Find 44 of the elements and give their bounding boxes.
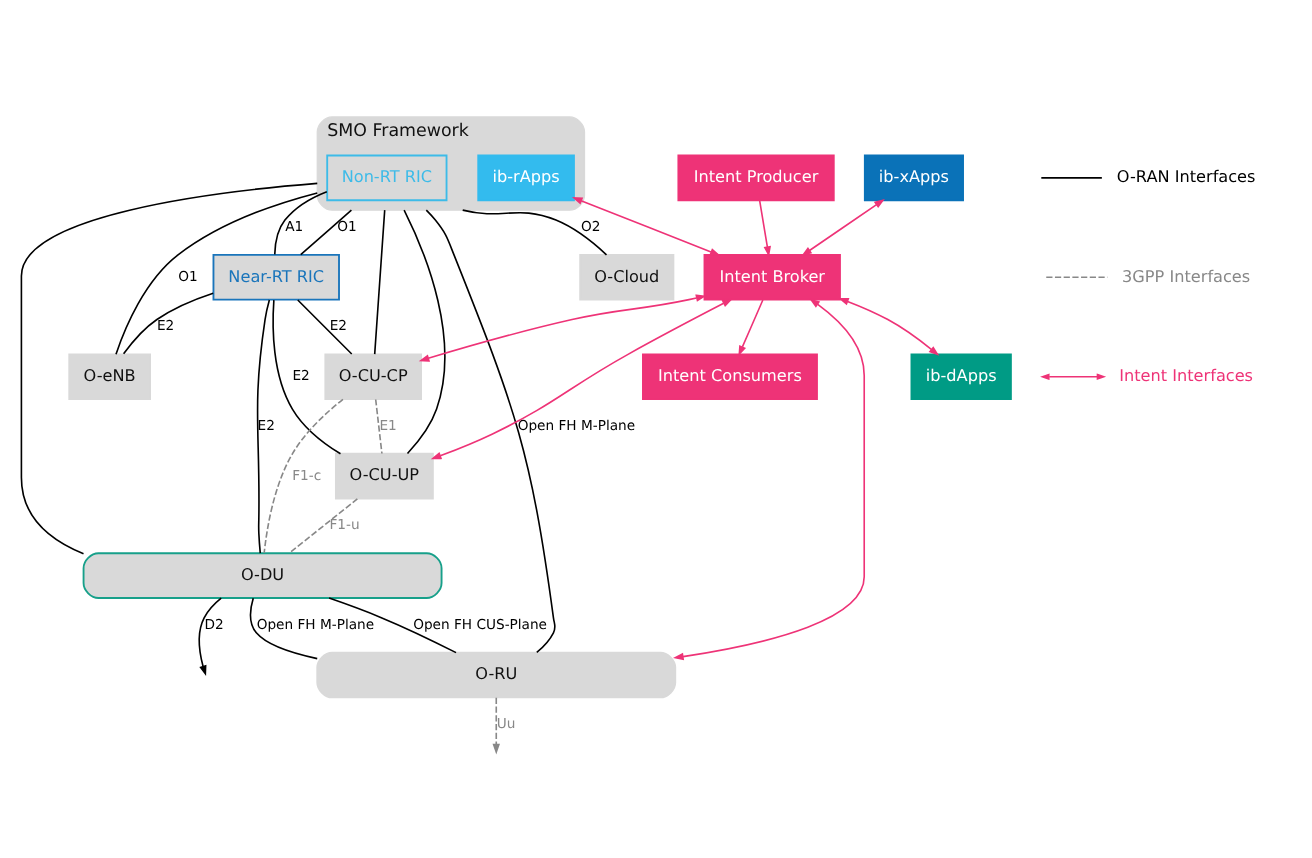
node-box: Near-RT RIC [212, 252, 340, 300]
arrow [418, 293, 707, 361]
node-box: Intent Producer [677, 153, 835, 201]
connector [328, 596, 457, 653]
connector [122, 291, 214, 354]
arrow [838, 296, 940, 355]
node-box: Intent Consumers [642, 352, 818, 400]
node-box: ib-rApps [477, 153, 575, 201]
arrow [492, 696, 500, 754]
legend-label: Intent Interfaces [1119, 363, 1254, 384]
node-box: O-CU-UP [335, 451, 434, 499]
node-box: O-eNB [68, 352, 151, 400]
connector [272, 298, 342, 454]
node-box: ib-dApps [910, 352, 1012, 400]
connector [374, 397, 383, 454]
node-box: O-RU [316, 650, 677, 698]
node-box: Non-RT RIC [326, 153, 448, 201]
connector [461, 208, 608, 255]
connector [115, 191, 319, 354]
connector [263, 397, 344, 553]
node-box: ib-xApps [863, 153, 964, 201]
arrow [571, 196, 721, 255]
node-box: Intent Broker [703, 252, 841, 300]
arrow [738, 298, 764, 356]
legend-label: 3GPP Interfaces [1122, 264, 1251, 285]
arrow [758, 198, 771, 256]
connector [273, 189, 328, 255]
connector [249, 596, 319, 659]
arrow [672, 297, 866, 660]
connector [20, 181, 319, 554]
arrow [801, 197, 885, 256]
node-box: O-DU [82, 551, 443, 598]
legend-label: O-RAN Interfaces [1116, 165, 1256, 186]
connector [373, 208, 386, 354]
node-box: O-Cloud [579, 252, 675, 300]
arrow [198, 596, 222, 676]
connector [403, 208, 446, 454]
connector [296, 298, 353, 354]
connector [425, 208, 556, 653]
connector [299, 208, 353, 255]
arrow [430, 297, 733, 459]
node-box: O-CU-CP [324, 352, 422, 400]
connector [288, 497, 359, 553]
connector [256, 298, 271, 553]
